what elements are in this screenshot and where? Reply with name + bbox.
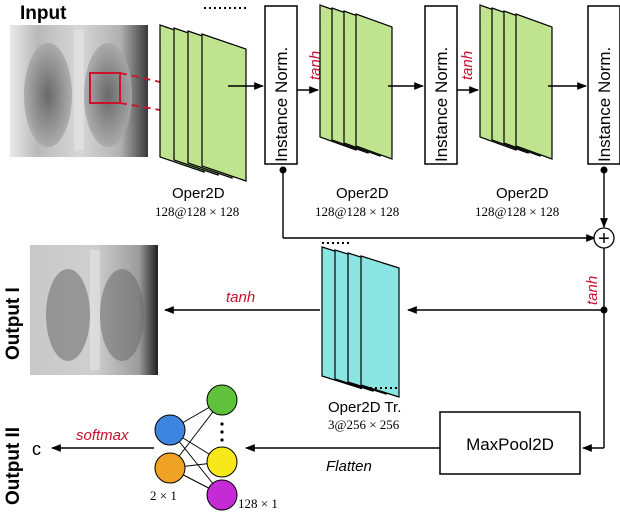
dense-large-dims: 128 × 1: [238, 496, 278, 511]
tanh-2-label: tanh: [459, 51, 476, 80]
maxpool-block: [439, 411, 581, 475]
oper2d-1-label: Oper2D: [172, 185, 225, 202]
oper2d-3-label: Oper2D: [496, 185, 549, 202]
output1-xray-image: [30, 245, 158, 375]
oper2d-layer-1: [159, 7, 247, 182]
instance-norm-2: [424, 5, 458, 165]
tanh-4-label: tanh: [226, 289, 255, 306]
instance-norm-2-label: Instance Norm.: [432, 47, 451, 162]
neuron-hidden-2: [206, 446, 238, 478]
oper2d-2-label: Oper2D: [336, 185, 389, 202]
neuron-hidden-1: [206, 384, 238, 416]
input-xray-image: [10, 25, 148, 157]
instance-norm-1: [264, 5, 298, 165]
oper2d-tr-dims: 3@256 × 256: [328, 417, 400, 432]
neuron-hidden-3: [206, 479, 238, 511]
flatten-label: Flatten: [326, 458, 372, 475]
output1-heading: Output I: [3, 287, 24, 360]
instance-norm-3-label: Instance Norm.: [595, 47, 614, 162]
add-node-symbol: +: [598, 228, 610, 250]
class-output-label: c: [32, 439, 41, 459]
output2-heading: Output II: [3, 427, 24, 505]
oper2d-layer-3: [479, 4, 553, 160]
oper2d-2-dims: 128@128 × 128: [315, 204, 399, 219]
dense-small-dims: 2 × 1: [150, 488, 177, 503]
oper2d-layer-2: [319, 4, 393, 160]
instance-norm-1-label: Instance Norm.: [272, 47, 291, 162]
softmax-label: softmax: [76, 427, 129, 444]
input-heading: Input: [20, 3, 67, 24]
instance-norm-3: [587, 5, 620, 165]
neuron-out-1: [154, 414, 186, 446]
tanh-3-label: tanh: [584, 276, 601, 305]
oper2d-1-dims: 128@128 × 128: [155, 204, 239, 219]
oper2d-tr-label: Oper2D Tr.: [328, 399, 401, 416]
oper2d-tr-layer: [321, 242, 400, 398]
oper2d-3-dims: 128@128 × 128: [475, 204, 559, 219]
neuron-out-2: [154, 452, 186, 484]
maxpool-label: MaxPool2D: [466, 435, 554, 454]
